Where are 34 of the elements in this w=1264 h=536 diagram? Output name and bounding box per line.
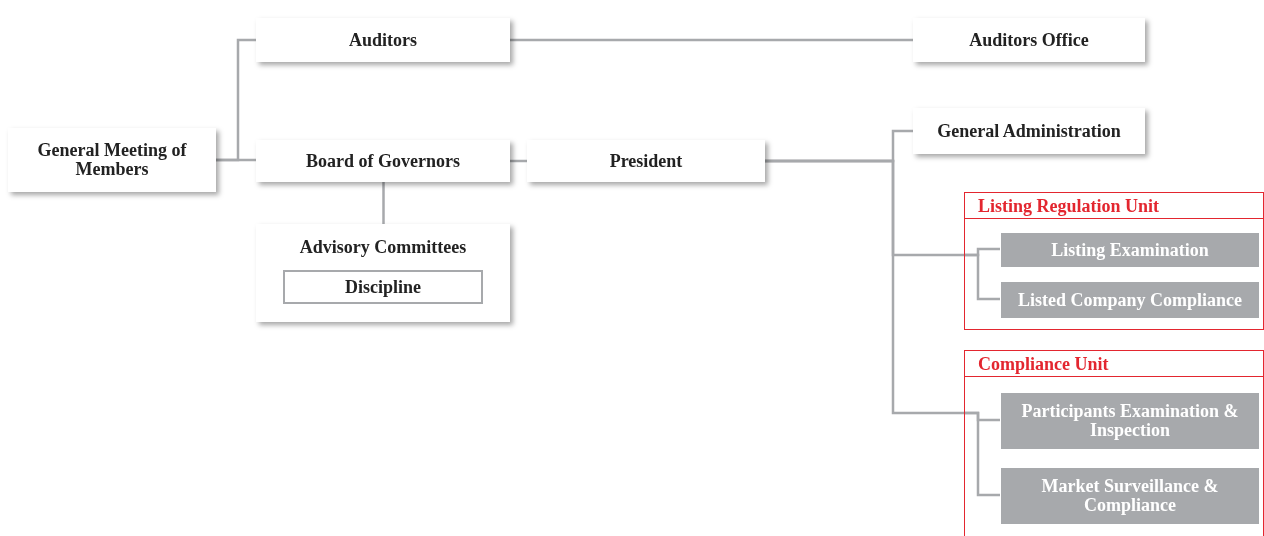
- group-title: Compliance Unit: [965, 351, 1263, 377]
- node-label: Auditors Office: [969, 30, 1089, 50]
- unit-group-box: [964, 350, 1264, 536]
- department-box: [1001, 468, 1259, 524]
- node-label: General Meeting of Members: [36, 141, 188, 179]
- connector-line: [382, 182, 385, 224]
- org-box: [527, 140, 765, 182]
- node-label: Listing Examination: [1051, 240, 1209, 260]
- connector-line: [964, 253, 1000, 301]
- node-label: Board of Governors: [306, 151, 460, 171]
- group-title: Listing Regulation Unit: [965, 193, 1263, 219]
- node-label: Participants Examination & Inspection: [1020, 402, 1240, 440]
- node-label: President: [609, 151, 683, 171]
- group-title: Advisory Committees: [298, 236, 468, 257]
- node-label: General Administration: [937, 121, 1121, 141]
- department-box: [1001, 233, 1259, 267]
- unit-group-box: [964, 192, 1264, 330]
- org-box: [913, 108, 1145, 154]
- node-label: Market Surveillance & Compliance: [1040, 477, 1220, 515]
- node-label: Discipline: [345, 277, 421, 297]
- committee-panel: [256, 224, 510, 322]
- org-box: [8, 128, 216, 192]
- connector-line: [510, 38, 913, 42]
- org-box: [256, 18, 510, 62]
- connector-line: [765, 159, 964, 415]
- node-label: Auditors: [349, 30, 417, 50]
- org-box: [256, 140, 510, 182]
- connector-line: [964, 411, 1000, 497]
- committee-box: [283, 270, 483, 304]
- org-box: [913, 18, 1145, 62]
- department-box: [1001, 393, 1259, 449]
- department-box: [1001, 282, 1259, 318]
- node-label: Listed Company Compliance: [1018, 290, 1242, 310]
- connector-line: [216, 158, 256, 162]
